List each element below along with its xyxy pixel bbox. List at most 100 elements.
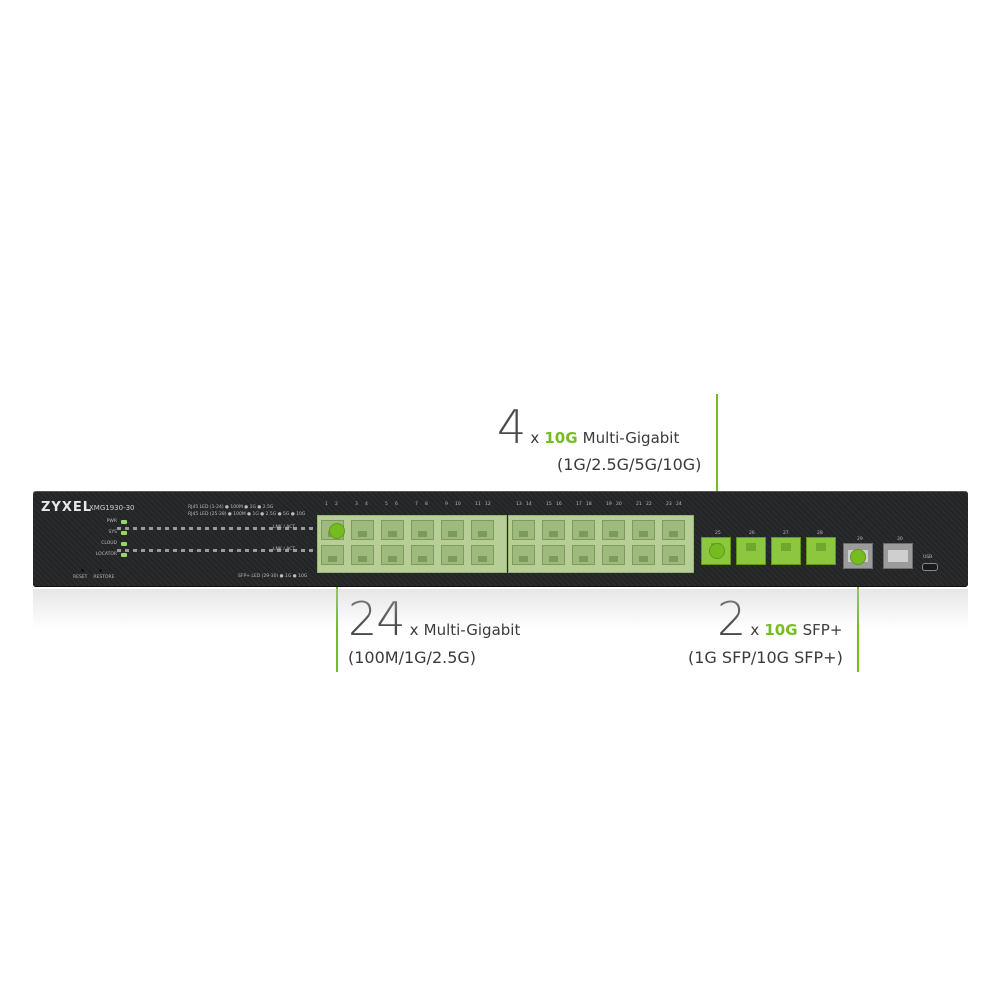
- sfp-port-30-label: 30: [897, 537, 903, 542]
- usb-label: USB: [923, 555, 933, 560]
- rj45-port-number: 4: [365, 502, 368, 507]
- restore-pinhole[interactable]: [99, 569, 102, 572]
- highlight-dot-24xmg: [329, 523, 345, 539]
- rj45-port-9[interactable]: [441, 520, 464, 540]
- sfp-port-30[interactable]: [883, 543, 913, 569]
- rj45-port-number: 14: [526, 502, 532, 507]
- port-25-label: 25: [715, 531, 721, 536]
- sys-led-label: PWR: [106, 519, 117, 524]
- rj45-port-4[interactable]: [351, 545, 374, 565]
- callout-4x10g-x: x: [530, 429, 540, 447]
- leader-line-24xmg: [336, 530, 338, 672]
- rj45-port-number: 19: [606, 502, 612, 507]
- callout-2xsfp-x: x: [750, 621, 760, 639]
- callout-4x10g-label: Multi-Gigabit: [582, 429, 680, 447]
- lnk-act-label-top: LNK / ACT: [273, 525, 296, 530]
- legend-line-2: RJ45 LED (25-28) ● 100M ● 1G ● 2.5G ● 5G…: [188, 512, 306, 517]
- device-reflection: [33, 589, 968, 629]
- rj45-port-number: 5: [385, 502, 388, 507]
- reset-label: RESET: [73, 575, 88, 580]
- rj45-port-number: 10: [455, 502, 461, 507]
- sys-led-label: CLOUD: [101, 541, 117, 546]
- rj45-port-number: 3: [355, 502, 358, 507]
- highlight-dot-2xsfp: [850, 549, 866, 565]
- led-icon: [121, 552, 127, 557]
- port-28[interactable]: [806, 537, 836, 565]
- rj45-port-number: 7: [415, 502, 418, 507]
- callout-2xsfp: 2 x 10G SFP+: [717, 596, 842, 642]
- reset-pinhole[interactable]: [81, 569, 84, 572]
- callout-4x10g-detail: (1G/2.5G/5G/10G): [557, 455, 702, 474]
- rj45-port-10[interactable]: [441, 545, 464, 565]
- callout-24xmg-count: 24: [348, 592, 406, 646]
- rj45-port-number: 11: [475, 502, 481, 507]
- rj45-port-7[interactable]: [411, 520, 434, 540]
- rj45-port-number: 9: [445, 502, 448, 507]
- callout-2xsfp-speed: 10G: [764, 621, 798, 639]
- rj45-port-12[interactable]: [471, 545, 494, 565]
- system-leds: PWR SYS CLOUD LOCATOR: [61, 516, 127, 560]
- lnk-act-label-bottom: LNK / ACT: [273, 547, 296, 552]
- rj45-port-23[interactable]: [662, 520, 685, 540]
- sfp-port-29-label: 29: [857, 537, 863, 542]
- led-icon: [121, 519, 127, 524]
- sys-led-label: SYS: [108, 530, 117, 535]
- port-28-label: 28: [817, 531, 823, 536]
- button-labels: RESET RESTORE: [73, 575, 115, 580]
- rj45-port-24[interactable]: [662, 545, 685, 565]
- callout-24xmg-detail: (100M/1G/2.5G): [348, 648, 477, 667]
- rj45-port-16[interactable]: [542, 545, 565, 565]
- rj45-port-number: 24: [676, 502, 682, 507]
- rj45-port-5[interactable]: [381, 520, 404, 540]
- rj45-port-number: 8: [425, 502, 428, 507]
- rj45-port-19[interactable]: [602, 520, 625, 540]
- rj45-port-number: 15: [546, 502, 552, 507]
- port-26-label: 26: [749, 531, 755, 536]
- leader-line-2xsfp: [857, 556, 859, 672]
- callout-2xsfp-label: SFP+: [802, 621, 843, 639]
- led-legend: RJ45 LED (1-24) ● 100M ● 1G ● 2.5G RJ45 …: [188, 504, 305, 518]
- callout-4x10g: 4 x 10G Multi-Gigabit: [497, 404, 679, 450]
- port-26[interactable]: [736, 537, 766, 565]
- rj45-port-21[interactable]: [632, 520, 655, 540]
- usb-c-port[interactable]: [922, 563, 938, 571]
- rj45-port-number: 20: [616, 502, 622, 507]
- rj45-port-number: 13: [516, 502, 522, 507]
- sys-led-pwr: PWR: [61, 516, 127, 527]
- rj45-port-number: 21: [636, 502, 642, 507]
- callout-4x10g-count: 4: [497, 400, 526, 454]
- port-27-label: 27: [783, 531, 789, 536]
- rj45-port-3[interactable]: [351, 520, 374, 540]
- rj45-port-11[interactable]: [471, 520, 494, 540]
- callout-24xmg-x: x: [409, 621, 419, 639]
- rj45-port-22[interactable]: [632, 545, 655, 565]
- rj45-port-number: 16: [556, 502, 562, 507]
- rj45-port-number: 12: [485, 502, 491, 507]
- rj45-port-number: 23: [666, 502, 672, 507]
- port-27[interactable]: [771, 537, 801, 565]
- rj45-port-17[interactable]: [572, 520, 595, 540]
- sfp-led-legend: SFP+ LED (29-30) ● 1G ● 10G: [238, 574, 308, 579]
- rj45-port-number: 6: [395, 502, 398, 507]
- rj45-port-6[interactable]: [381, 545, 404, 565]
- callout-2xsfp-count: 2: [717, 592, 746, 646]
- callout-24xmg: 24 x Multi-Gigabit: [348, 596, 520, 642]
- port-led-row-top: [117, 527, 337, 530]
- rj45-port-8[interactable]: [411, 545, 434, 565]
- rj45-port-2[interactable]: [321, 545, 344, 565]
- callout-24xmg-label: Multi-Gigabit: [423, 621, 521, 639]
- rj45-port-18[interactable]: [572, 545, 595, 565]
- callout-4x10g-speed: 10G: [544, 429, 578, 447]
- port-led-row-bottom: [117, 549, 337, 552]
- restore-label: RESTORE: [93, 575, 115, 580]
- rj45-port-number: 2: [335, 502, 338, 507]
- legend-line-1: RJ45 LED (1-24) ● 100M ● 1G ● 2.5G: [188, 505, 274, 510]
- sys-led-cloud: CLOUD: [61, 538, 127, 549]
- highlight-dot-4x10g: [709, 543, 725, 559]
- rj45-port-20[interactable]: [602, 545, 625, 565]
- rj45-port-15[interactable]: [542, 520, 565, 540]
- rj45-port-13[interactable]: [512, 520, 535, 540]
- rj45-port-14[interactable]: [512, 545, 535, 565]
- leader-line-4x10g: [716, 394, 718, 550]
- sys-led-label: LOCATOR: [95, 552, 117, 557]
